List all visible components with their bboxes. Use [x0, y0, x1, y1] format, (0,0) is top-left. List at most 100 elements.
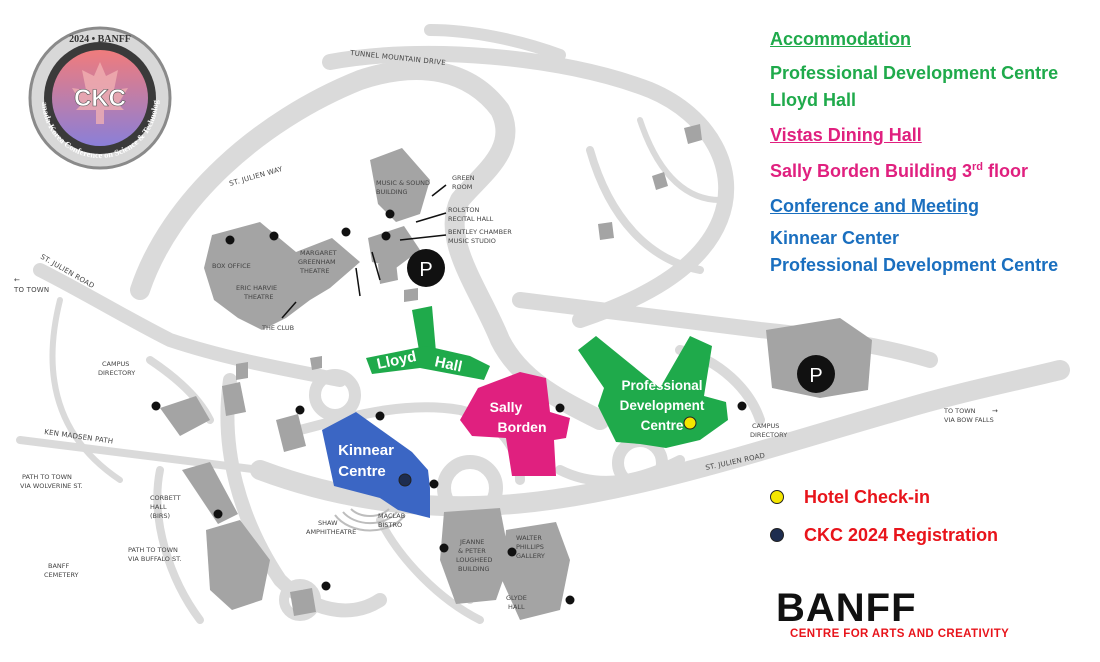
walter-label: WALTER — [516, 534, 542, 542]
parking-east-label: P — [809, 365, 822, 387]
wheelchair-icon — [381, 231, 391, 241]
banff-logo: BANFF CENTRE FOR ARTS AND CREATIVITY — [776, 588, 1009, 640]
jeanne-label-2: & PETER — [458, 547, 486, 555]
wheelchair-icon — [555, 403, 565, 413]
maclab-label: MACLAB — [378, 512, 405, 520]
eric-harvie-label-2: THEATRE — [243, 293, 274, 301]
parking-north-label: P — [419, 259, 432, 281]
to-town-bow-label-2: VIA BOW FALLS — [944, 416, 994, 424]
key-registration: CKC 2024 Registration — [770, 522, 998, 548]
kinnear-centre-label-2: Centre — [338, 463, 386, 480]
west-arrow-icon: ← — [14, 276, 20, 284]
wheelchair-icon — [375, 411, 385, 421]
dining-heading: Vistas Dining Hall — [770, 125, 922, 145]
legend-panel: Accommodation Professional Development C… — [770, 28, 1090, 279]
st-julien-way-label: ST. JULIEN WAY — [228, 165, 284, 188]
accommodation-item-lloyd: Lloyd Hall — [770, 90, 857, 110]
to-town-label: TO TOWN — [13, 286, 49, 294]
parking-east-icon[interactable]: P — [797, 355, 835, 393]
dining-item-text: Sally Borden Building 3 — [770, 161, 973, 181]
margaret-label: MARGARET — [300, 249, 337, 257]
path-wolverine-label: PATH TO TOWN — [22, 473, 72, 481]
pdc-label-3: Centre — [641, 418, 684, 433]
accessibility-icons — [151, 209, 747, 605]
parking-north-icon[interactable]: P — [407, 249, 445, 287]
wheelchair-icon — [507, 547, 517, 557]
campus-directory-left-label-2: DIRECTORY — [98, 369, 135, 377]
the-club-label: THE CLUB — [261, 324, 294, 332]
grey-buildings — [160, 124, 872, 620]
jeanne-label: JEANNE — [459, 538, 484, 546]
conference-item-pdc: Professional Development Centre — [770, 255, 1059, 275]
campus-directory-right-label-2: DIRECTORY — [750, 431, 787, 439]
margaret-label-2: GREENHAM — [298, 258, 336, 266]
wheelchair-icon — [295, 405, 305, 415]
jeanne-label-3: LOUGHEED — [456, 556, 492, 564]
banff-subtitle: CENTRE FOR ARTS AND CREATIVITY — [790, 628, 1010, 640]
east-arrow-icon: → — [992, 407, 998, 415]
hotel-checkin-text: Hotel Check-in — [804, 486, 931, 507]
sally-borden-label: Sally — [490, 399, 523, 415]
hotel-checkin-marker — [683, 416, 697, 430]
pdc-label: Professional — [621, 378, 702, 393]
building-names: Lloyd Hall Sally Borden Kinnear Centre P… — [338, 348, 705, 480]
green-room-label-2: ROOM — [452, 183, 472, 191]
sally-borden-building — [460, 372, 570, 476]
ckc-logo: CKC 2024 • BANFF Canada-Korea Conference… — [0, 0, 172, 170]
maclab-label-2: BISTRO — [378, 521, 402, 529]
banff-wordmark: BANFF — [776, 586, 917, 630]
wheelchair-icon — [151, 401, 161, 411]
corbett-label-2: HALL — [150, 503, 167, 511]
green-room-label: GREEN — [452, 174, 475, 182]
dining-item-tail: floor — [983, 161, 1029, 181]
wheelchair-icon — [429, 479, 439, 489]
wheelchair-icon — [385, 209, 395, 219]
music-sound-label-2: BUILDING — [376, 188, 408, 196]
path-buffalo-label: PATH TO TOWN — [128, 546, 178, 554]
shaw-label: SHAW — [318, 519, 338, 527]
rolston-label: ROLSTON — [448, 206, 479, 214]
marker-key: Hotel Check-in CKC 2024 Registration — [770, 484, 998, 560]
wheelchair-icon — [737, 401, 747, 411]
corbett-label-3: (BIRS) — [150, 512, 170, 520]
jeanne-label-4: BUILDING — [458, 565, 490, 573]
shaw-amphitheatre — [334, 508, 406, 532]
registration-text: CKC 2024 Registration — [804, 524, 999, 545]
kinnear-centre-building — [322, 412, 430, 518]
rolston-label-2: RECITAL HALL — [448, 215, 494, 223]
maple-leaf-icon — [72, 62, 128, 124]
to-town-bow-label: TO TOWN — [943, 407, 976, 415]
wheelchair-icon — [439, 543, 449, 553]
wheelchair-icon — [321, 581, 331, 591]
wheelchair-icon — [341, 227, 351, 237]
wheelchair-icon — [225, 235, 235, 245]
cemetery-label: BANFF — [48, 562, 70, 570]
bentley-label: BENTLEY CHAMBER — [448, 228, 512, 236]
wheelchair-icon — [269, 231, 279, 241]
pdc-label-2: Development — [620, 398, 705, 413]
sally-borden-label-2: Borden — [498, 419, 547, 435]
margaret-label-3: THEATRE — [299, 267, 330, 275]
registration-marker — [398, 473, 412, 487]
campus-directory-left-label: CAMPUS — [102, 360, 129, 368]
pointer-arrows — [281, 184, 447, 319]
eric-harvie-label: ERIC HARVIE — [236, 284, 277, 292]
glyde-label: GLYDE — [506, 594, 527, 602]
dining-item-sup: rd — [972, 161, 984, 173]
shaw-label-2: AMPHITHEATRE — [306, 528, 356, 536]
bentley-label-2: MUSIC STUDIO — [448, 237, 496, 245]
box-office-label: BOX OFFICE — [212, 262, 251, 270]
wheelchair-icon — [213, 509, 223, 519]
key-hotel-checkin: Hotel Check-in — [770, 484, 998, 510]
path-wolverine-label-2: VIA WOLVERINE ST. — [20, 482, 83, 490]
walter-label-3: GALLERY — [516, 552, 545, 560]
campus-directory-right-label: CAMPUS — [752, 422, 779, 430]
accommodation-item-pdc: Professional Development Centre — [770, 63, 1059, 83]
conference-heading: Conference and Meeting — [770, 196, 980, 216]
ckc-logo-center: CKC — [74, 85, 126, 112]
dining-item: Sally Borden Building 3rd floor — [770, 154, 1090, 185]
music-sound-label: MUSIC & SOUND — [376, 179, 430, 187]
accommodation-heading: Accommodation — [770, 29, 912, 49]
walter-label-2: PHILLIPS — [516, 543, 544, 551]
